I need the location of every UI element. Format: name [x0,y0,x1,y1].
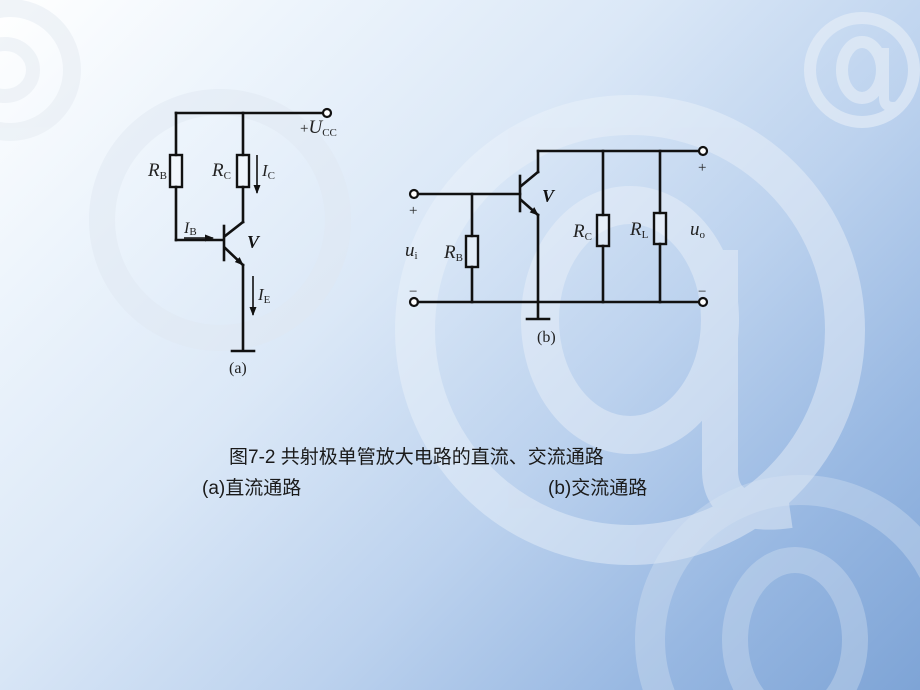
subcaption-b: (b)交流通路 [548,478,648,499]
transistor-label: V [542,186,556,206]
ic-label: IC [261,161,275,182]
input-voltage-label: ui [405,240,418,262]
output-plus-sign: + [698,160,706,176]
resistor-rc [235,153,251,189]
ac-path-circuit: + − ui RB V + − [405,145,709,346]
npn-transistor-icon [222,220,245,267]
rc-label: RC [572,221,592,243]
subcaption-a: (a)直流通路 [202,478,302,499]
npn-transistor-icon [518,170,540,217]
rl-label: RL [629,219,649,241]
circuit-b-label: (b) [537,329,556,346]
output-terminal-minus [697,296,709,308]
transistor-label: V [247,232,261,252]
figure-title: 图7-2 共射极单管放大电路的直流、交流通路 [229,447,604,468]
input-plus-sign: + [409,203,417,219]
output-minus-sign: − [698,284,706,300]
dc-path-circuit: +UCC RB IB RC IC V [147,107,337,377]
output-terminal-plus [697,145,709,157]
ib-label: IB [183,220,197,238]
ie-label: IE [257,285,271,306]
rb-label: RB [443,242,463,264]
rc-label: RC [211,160,231,182]
rb-label: RB [147,160,167,182]
resistor-rb [168,153,184,189]
resistor-rb [464,234,480,269]
resistor-rl [652,211,668,246]
supply-terminal [321,107,333,119]
resistor-rc [595,213,611,248]
output-voltage-label: uo [690,219,706,241]
circuit-a-label: (a) [229,360,247,377]
input-minus-sign: − [409,284,417,300]
supply-label: +UCC [300,117,337,139]
